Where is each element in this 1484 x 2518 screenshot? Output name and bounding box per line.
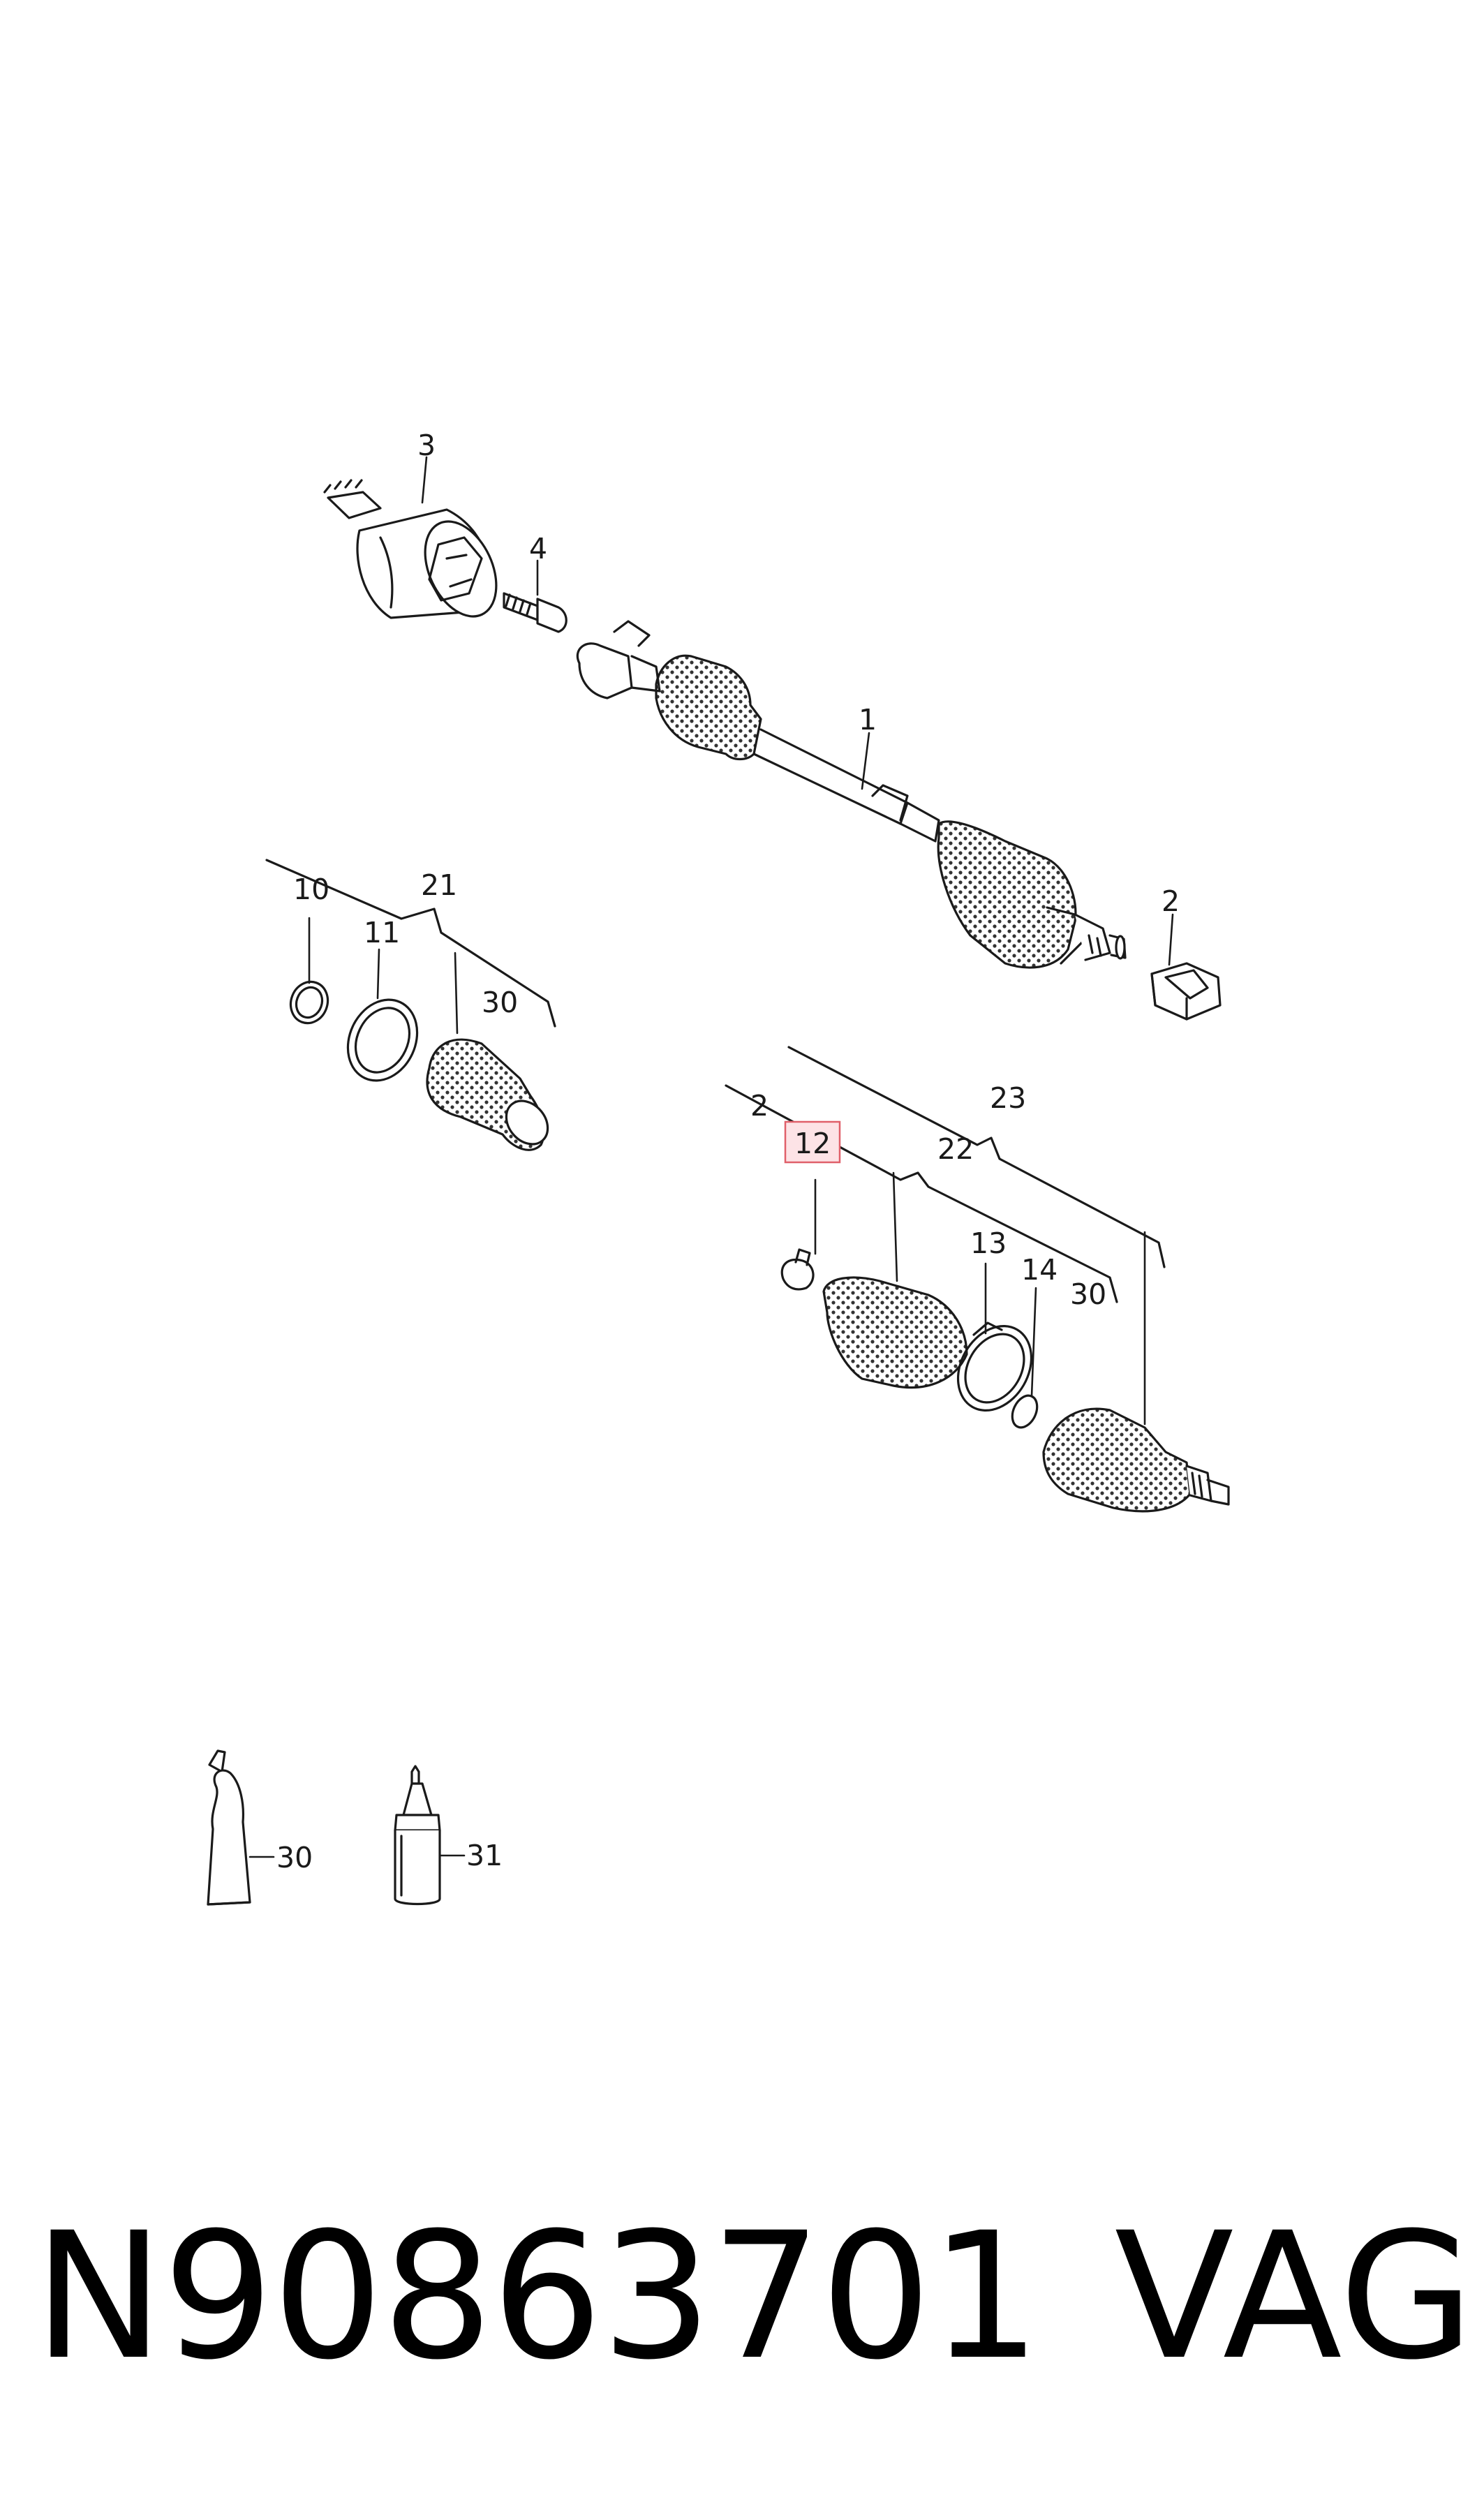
part-number: N90863701 xyxy=(34,2195,1041,2398)
callout-10[interactable]: 10 xyxy=(293,873,329,906)
callout-2-right[interactable]: 2 xyxy=(750,1089,769,1123)
callout-13[interactable]: 13 xyxy=(970,1227,1007,1260)
boot-kit-21 xyxy=(265,859,556,1151)
callout-23[interactable]: 23 xyxy=(990,1081,1026,1115)
sealant-bottle xyxy=(394,1765,441,1906)
bolt xyxy=(503,592,567,633)
callout-4[interactable]: 4 xyxy=(529,532,547,565)
boot-kit-22-23 xyxy=(725,1046,1230,1513)
callout-30-tube[interactable]: 30 xyxy=(276,1841,313,1874)
callout-14[interactable]: 14 xyxy=(1021,1253,1058,1287)
brand-name: VAG xyxy=(1114,2195,1474,2398)
callout-3[interactable]: 3 xyxy=(417,429,436,462)
leader-lines xyxy=(248,456,1174,1858)
highlight-box-12 xyxy=(784,1120,841,1164)
callout-30[interactable]: 30 xyxy=(482,986,518,1019)
callout-12[interactable]: 12 xyxy=(794,1127,831,1160)
callout-22[interactable]: 22 xyxy=(937,1132,974,1166)
callout-1[interactable]: 1 xyxy=(859,703,877,736)
callout-2[interactable]: 2 xyxy=(1162,884,1180,918)
hub-nut xyxy=(1150,962,1222,1021)
drive-shaft-assembly xyxy=(576,620,1127,969)
callout-11[interactable]: 11 xyxy=(364,916,400,949)
callout-30-right[interactable]: 30 xyxy=(1070,1277,1106,1311)
inner-cv-joint-housing xyxy=(323,479,498,619)
grease-tube xyxy=(207,1749,251,1906)
callout-21[interactable]: 21 xyxy=(421,868,457,902)
footer: N90863701 VAG xyxy=(0,2192,1484,2401)
callout-31[interactable]: 31 xyxy=(466,1839,503,1872)
